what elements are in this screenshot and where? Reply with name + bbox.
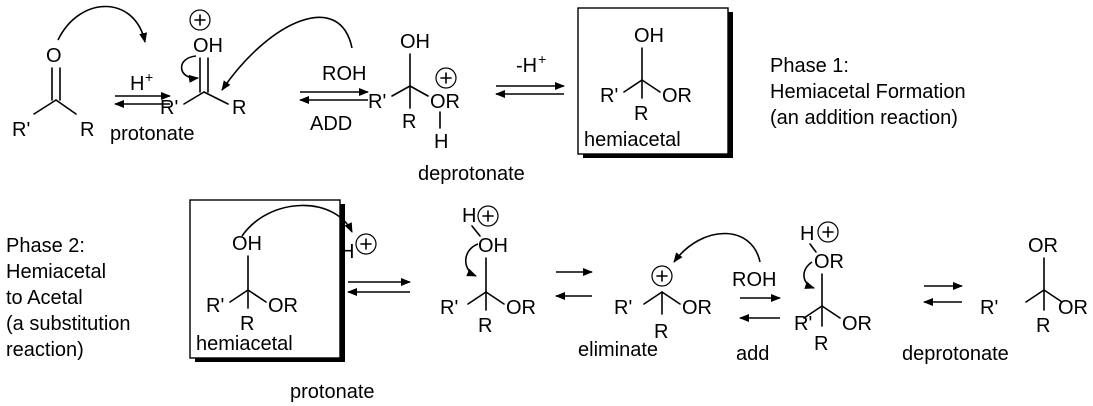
reagent-h-plus-2: H xyxy=(340,233,377,263)
atom-r-prime: R' xyxy=(368,91,386,113)
acetal-product-molecule: OR R' OR R xyxy=(980,235,1088,337)
atom-r: R xyxy=(402,111,416,133)
atom-r-prime: R' xyxy=(614,297,632,319)
atom-r-prime: R' xyxy=(794,313,812,335)
reagent-roh-2: ROH xyxy=(732,269,776,291)
atom-r: R xyxy=(240,313,254,335)
equilibrium-arrows-2: ROH ADD xyxy=(299,63,369,135)
atom-r: R xyxy=(634,103,648,125)
phase-2-title-line: (a substitution xyxy=(6,313,131,335)
reagent-h-plus: H xyxy=(130,73,144,95)
oxocarbenium-molecule: R' OR R xyxy=(614,265,712,343)
curly-arrow-nucleophilic-attack xyxy=(221,16,353,91)
atom-h: H xyxy=(434,131,448,153)
phase-2-title-line: Hemiacetal xyxy=(6,261,106,283)
hemiacetal-product-box: OH R' OR R hemiacetal xyxy=(577,7,733,158)
curly-arrow-alcohol-attack xyxy=(673,232,761,263)
step-label-add-2: add xyxy=(736,343,769,365)
reagent-h: H xyxy=(340,241,354,263)
protonated-hemiacetal-molecule: H OH R' OR R xyxy=(440,205,536,337)
equilibrium-arrows-3: -H + deprotonate xyxy=(418,51,565,185)
curly-arrow-resonance xyxy=(180,55,199,83)
atom-or: OR xyxy=(662,85,692,107)
step-label-protonate-1: protonate xyxy=(110,123,195,145)
step-label-eliminate: eliminate xyxy=(578,339,658,361)
curly-arrow-deprotonation xyxy=(803,261,815,289)
atom-o: O xyxy=(46,45,62,67)
equilibrium-arrows-1: H + protonate xyxy=(110,69,195,145)
reagent-h-plus-sup: + xyxy=(145,69,153,85)
phase-1-title-line: Hemiacetal Formation xyxy=(770,81,966,103)
curly-arrow-protonation-2 xyxy=(241,204,353,237)
atom-r: R xyxy=(654,321,668,343)
phase-1-title-line: (an addition reaction) xyxy=(770,107,958,129)
atom-r: R xyxy=(478,315,492,337)
step-label-deprotonate-2: deprotonate xyxy=(902,343,1009,365)
equilibrium-arrows-4: protonate xyxy=(290,278,411,403)
protonated-acetal-molecule: H OR R' OR R xyxy=(794,221,872,355)
phase-1-title: Phase 1: Hemiacetal Formation (an additi… xyxy=(770,55,966,129)
phase-2-title-line: reaction) xyxy=(6,339,84,361)
atom-or: OR xyxy=(814,251,844,273)
ketone-molecule: O R' R xyxy=(12,45,94,141)
atom-oh: OH xyxy=(478,235,508,257)
phase-2-title-line: to Acetal xyxy=(6,287,83,309)
atom-oh: OH xyxy=(193,35,223,57)
atom-oh: OH xyxy=(400,31,430,53)
atom-or: OR xyxy=(430,91,460,113)
equilibrium-arrows-7: deprotonate xyxy=(902,282,1009,365)
reagent-minus-h-plus: -H xyxy=(516,55,537,77)
atom-r-prime: R' xyxy=(980,297,998,319)
atom-h: H xyxy=(800,223,814,245)
step-label-protonate-2: protonate xyxy=(290,381,375,403)
protonated-carbonyl-molecule: OH R' R xyxy=(160,9,246,119)
phase-1-title-line: Phase 1: xyxy=(770,55,849,77)
atom-r: R xyxy=(232,97,246,119)
atom-r-prime: R' xyxy=(160,97,178,119)
reagent-minus-h-plus-sup: + xyxy=(538,51,546,67)
atom-r-prime: R' xyxy=(206,295,224,317)
atom-h: H xyxy=(462,205,476,227)
hemiacetal-start-box: OH R' OR R hemiacetal xyxy=(189,199,345,362)
atom-oh: OH xyxy=(634,25,664,47)
step-label-add: ADD xyxy=(310,113,352,135)
step-label-deprotonate-1: deprotonate xyxy=(418,163,525,185)
curly-arrow-leaving-water xyxy=(464,243,479,277)
hemiacetal-label: hemiacetal xyxy=(584,129,681,151)
reagent-roh: ROH xyxy=(322,63,366,85)
atom-or: OR xyxy=(1058,297,1088,319)
curly-arrow-protonation xyxy=(57,5,148,43)
atom-r-prime: R' xyxy=(440,297,458,319)
atom-or: OR xyxy=(842,313,872,335)
atom-r: R xyxy=(80,119,94,141)
hemiacetal-label: hemiacetal xyxy=(196,333,293,355)
atom-r-prime: R' xyxy=(12,119,30,141)
atom-or: OR xyxy=(1028,235,1058,257)
atom-or: OR xyxy=(506,297,536,319)
phase-2-title-line: Phase 2: xyxy=(6,235,85,257)
equilibrium-arrows-6: ROH add xyxy=(732,269,781,365)
atom-r: R xyxy=(1036,315,1050,337)
atom-or: OR xyxy=(682,297,712,319)
atom-oh: OH xyxy=(232,233,262,255)
equilibrium-arrows-5: eliminate xyxy=(555,268,658,361)
phase-2-title: Phase 2: Hemiacetal to Acetal (a substit… xyxy=(6,235,131,361)
atom-r-prime: R' xyxy=(600,85,618,107)
atom-or: OR xyxy=(268,295,298,317)
atom-r: R xyxy=(814,333,828,355)
oxonium-intermediate-molecule: OH R' R OR H xyxy=(368,31,460,153)
